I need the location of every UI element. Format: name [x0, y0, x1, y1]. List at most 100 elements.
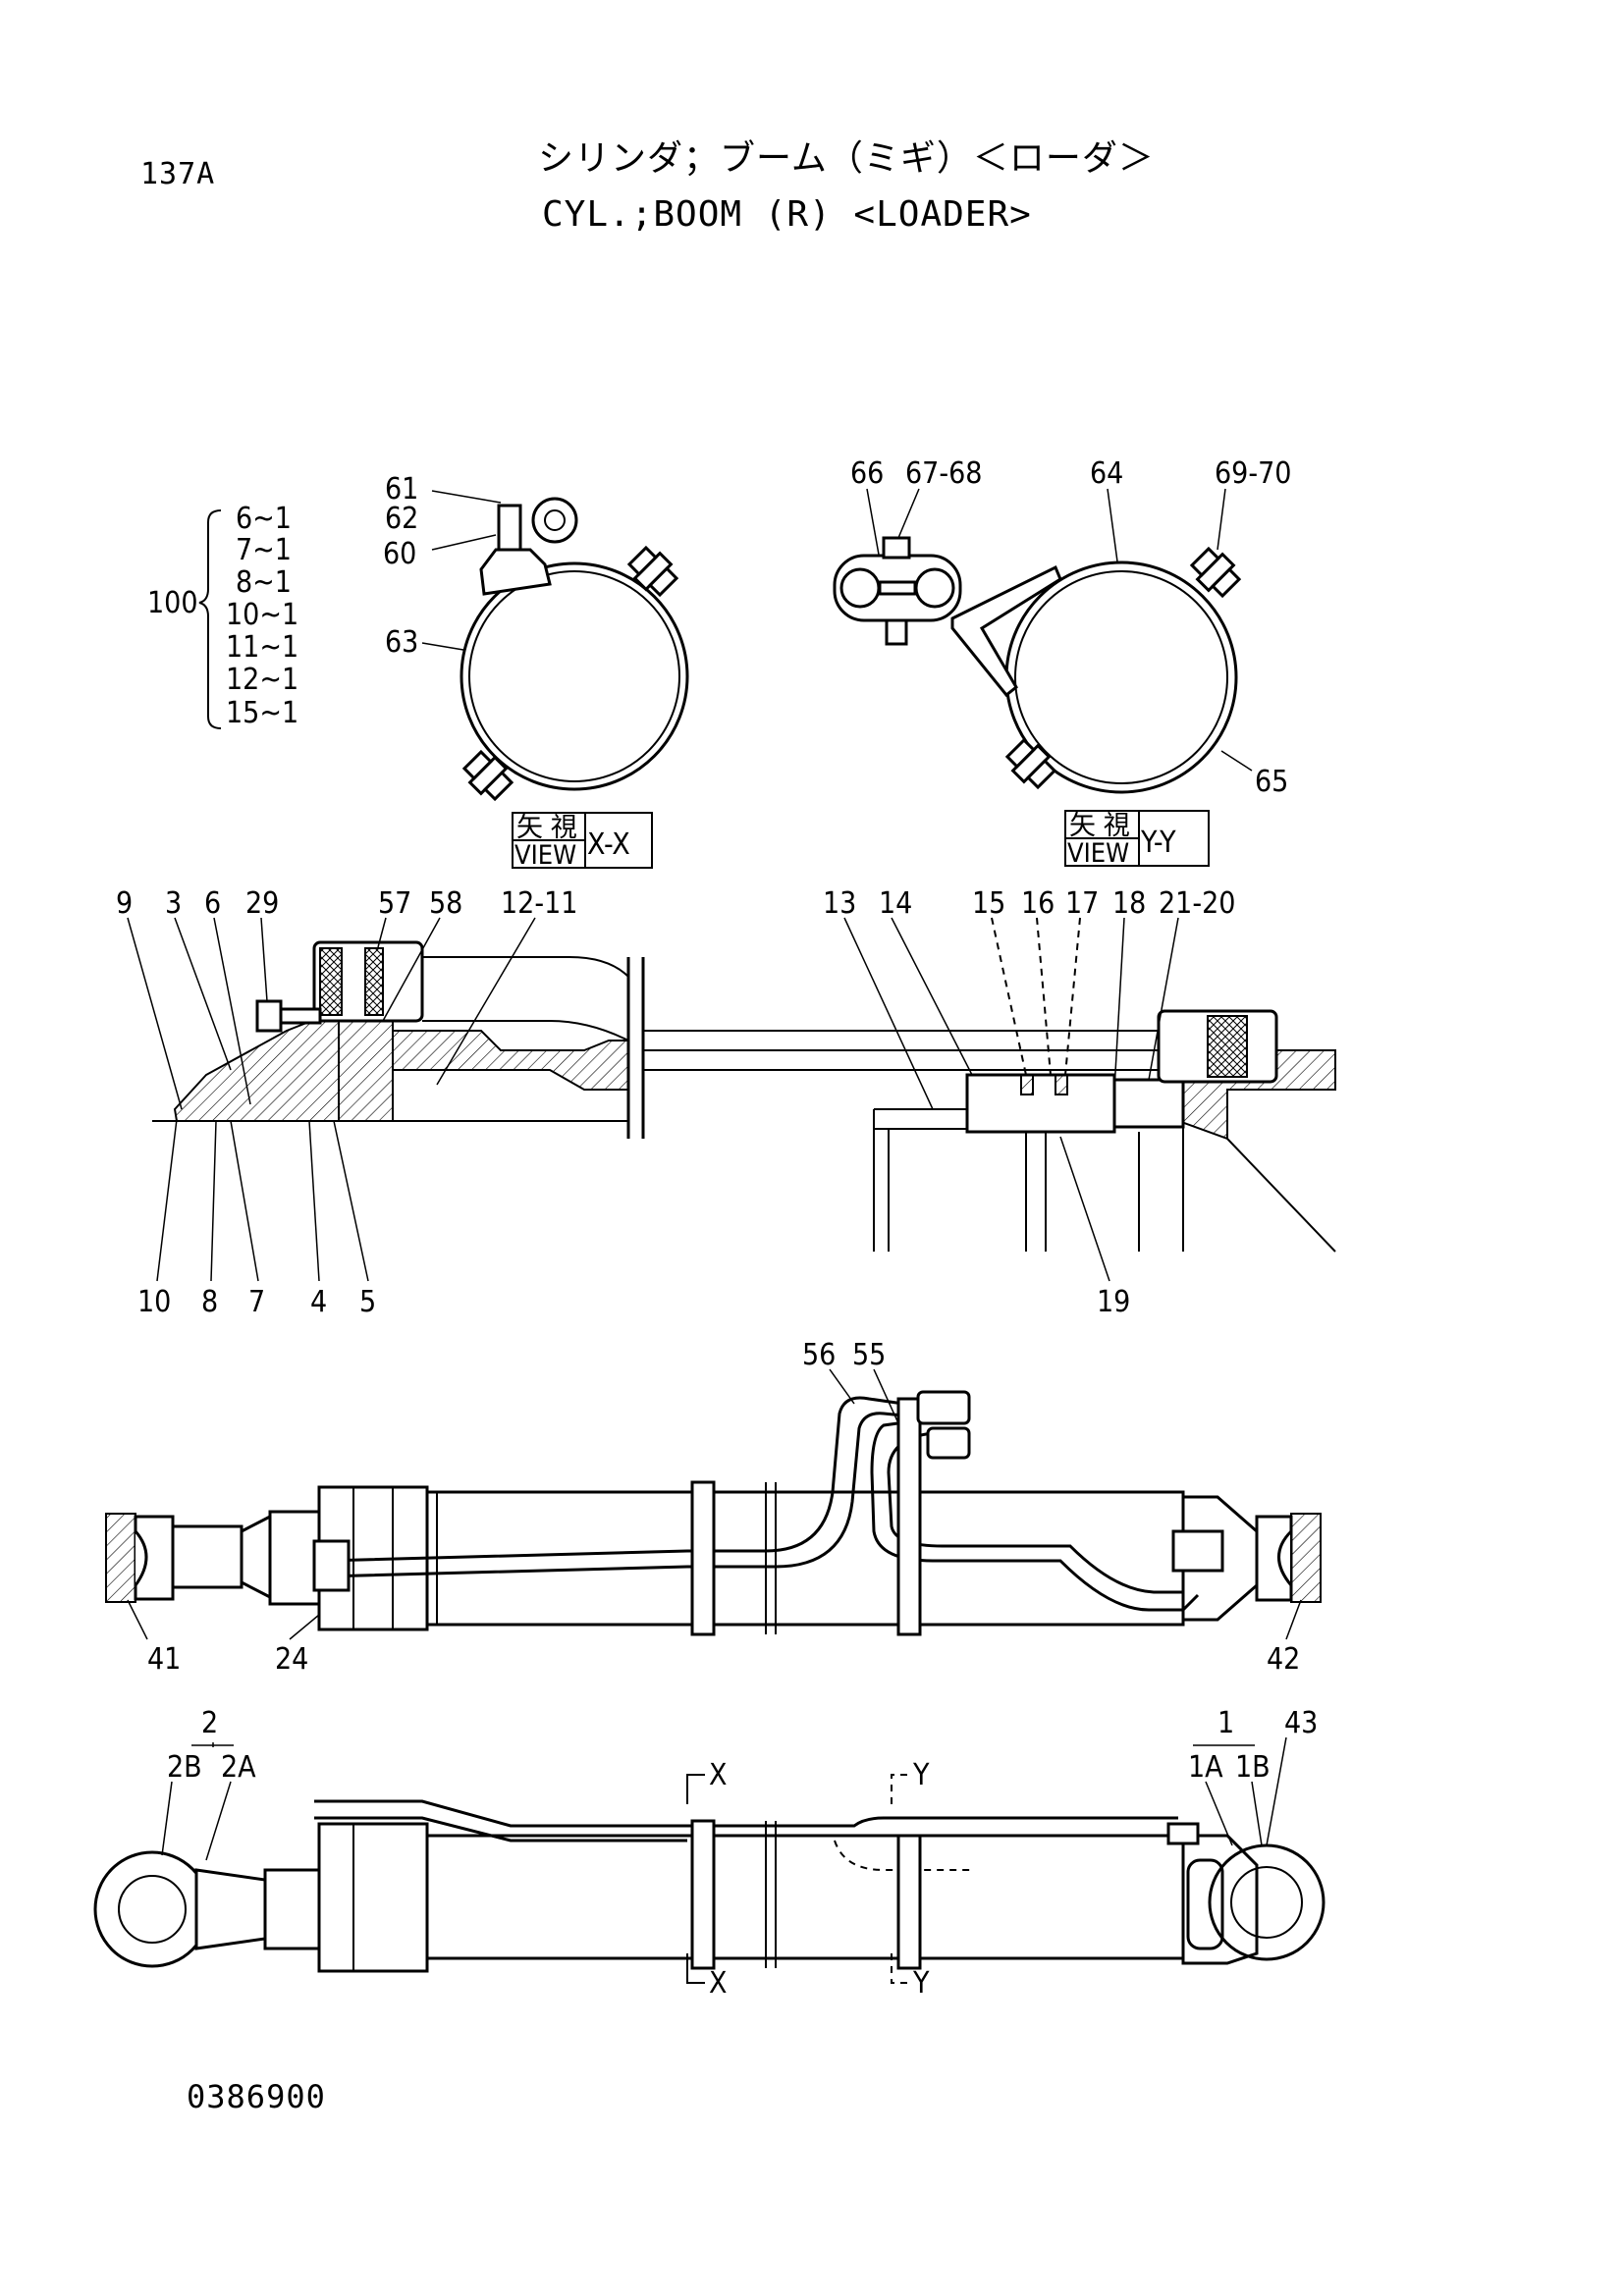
callout-5: 5 [359, 1285, 376, 1319]
callout-7: 7 [248, 1285, 265, 1319]
clamp-bolt-lower-left [461, 749, 514, 802]
cylinder-tube [425, 1490, 1185, 1627]
rod-eye-neck [171, 1524, 243, 1589]
pipe-clamp-band [896, 1397, 922, 1636]
pipe-clamp-band [690, 1480, 716, 1636]
callout-67-68: 67-68 [905, 456, 982, 491]
kit-item: 7~1 [236, 533, 292, 567]
piston [965, 1073, 1116, 1134]
callout-69-70: 69-70 [1215, 456, 1291, 491]
callout-43: 43 [1284, 1706, 1318, 1740]
view-x-suffix: X-X [587, 828, 630, 862]
callout-10: 10 [137, 1285, 171, 1319]
callout-60: 60 [383, 537, 416, 571]
bottom-end-bushing [1290, 1513, 1322, 1603]
section-mark-x-bottom: X [709, 1966, 728, 2001]
rod-seal-head [268, 1510, 321, 1606]
callout-61: 61 [385, 472, 418, 507]
callout-1: 1 [1217, 1706, 1234, 1740]
view-x-clamp: 61 62 60 63 矢 視 VIEW X-X [383, 472, 689, 871]
callout-24: 24 [275, 1642, 308, 1677]
kit-label: 100 [147, 586, 198, 620]
view-x-jp: 矢 視 [516, 813, 577, 843]
view-y-jp: 矢 視 [1069, 811, 1130, 841]
pipe-flange-block-left [312, 1539, 351, 1592]
clamp-bolt-upper-right [1189, 546, 1242, 599]
kit-list: 100 6~1 7~1 8~1 10~1 11~1 12~1 15~1 [147, 502, 298, 730]
view-y-suffix: Y-Y [1140, 826, 1176, 860]
callout-56: 56 [802, 1338, 836, 1372]
kit-item: 11~1 [226, 630, 298, 665]
view-y-clamp: 66 67-68 64 69-70 65 矢 視 VIEW Y-Y [833, 456, 1291, 869]
cylinder-head-flange [317, 1822, 429, 1973]
pipe-clamp-band [896, 1834, 922, 1970]
clamp-bolt-lower-left [1004, 737, 1057, 790]
grease-fitting [255, 999, 283, 1033]
callout-66: 66 [850, 456, 884, 491]
clamp-bracket [479, 548, 552, 596]
callout-8: 8 [201, 1285, 218, 1319]
clamp-bolt-upper-right [626, 545, 679, 598]
kit-item: 10~1 [226, 598, 298, 632]
top-view-cylinder: 56 55 41 24 42 [105, 1338, 1322, 1677]
callout-2A: 2A [221, 1750, 256, 1785]
callout-15: 15 [972, 886, 1005, 921]
callout-16: 16 [1021, 886, 1055, 921]
callout-6: 6 [204, 886, 221, 921]
kit-item: 15~1 [226, 696, 298, 730]
callout-58: 58 [429, 886, 462, 921]
clamp-bolt [497, 504, 522, 552]
title-english: CYL.;BOOM (R) <LOADER> [542, 194, 1032, 235]
pipe-fitting [916, 1390, 971, 1425]
kit-item: 12~1 [226, 663, 298, 697]
callout-1A: 1A [1188, 1750, 1223, 1785]
callout-2B: 2B [167, 1750, 202, 1785]
view-x-en: VIEW [514, 840, 576, 871]
callout-55: 55 [852, 1338, 886, 1372]
callout-13: 13 [823, 886, 856, 921]
callout-9: 9 [116, 886, 133, 921]
callout-4: 4 [310, 1285, 327, 1319]
section-mark-y-top: Y [912, 1758, 930, 1792]
callout-65: 65 [1255, 765, 1288, 799]
pipe-flange-block [1171, 1529, 1224, 1573]
callout-1B: 1B [1235, 1750, 1271, 1785]
pipe-clamp-ring [460, 561, 689, 791]
support-arm [950, 564, 1062, 698]
rod-end-bushing [105, 1513, 136, 1603]
port-block [392, 1030, 629, 1091]
callout-14: 14 [879, 886, 912, 921]
callout-57: 57 [378, 886, 411, 921]
callout-19: 19 [1097, 1285, 1130, 1319]
kit-item: 6~1 [236, 502, 292, 536]
view-y-en: VIEW [1067, 838, 1129, 869]
holder-bolt [882, 536, 911, 560]
callout-42: 42 [1267, 1642, 1300, 1677]
callout-2: 2 [201, 1706, 218, 1740]
callout-29: 29 [245, 886, 279, 921]
rod-eye-neck [194, 1868, 267, 1950]
callout-17: 17 [1065, 886, 1099, 921]
head-flange [338, 1010, 394, 1122]
callout-63: 63 [385, 625, 418, 660]
kit-item: 8~1 [236, 565, 292, 600]
clamp-pipe-end [531, 497, 578, 544]
callout-12-11: 12-11 [501, 886, 577, 921]
callout-3: 3 [165, 886, 182, 921]
page-id: 137A [140, 157, 216, 191]
kit-brace [198, 509, 222, 729]
section-mark-x-top: X [709, 1758, 728, 1792]
callout-21-20: 21-20 [1159, 886, 1235, 921]
cylinder-tube [425, 1834, 1185, 1960]
hydraulic-pipe-56 [323, 1396, 904, 1563]
section-mark-y-bottom: Y [912, 1966, 930, 2001]
hydraulic-pipe [314, 1799, 1178, 1828]
callout-62: 62 [385, 502, 418, 536]
callout-18: 18 [1112, 886, 1146, 921]
side-view-cylinder: X X Y Y 2 2B 2A 1 43 1A 1B [93, 1706, 1325, 2001]
callout-41: 41 [147, 1642, 181, 1677]
section-view: 9 3 6 29 57 58 12-11 13 14 15 16 17 18 2… [116, 886, 1336, 1319]
title-japanese: シリンダ；ブーム（ミギ）＜ローダ＞ [538, 138, 1155, 179]
